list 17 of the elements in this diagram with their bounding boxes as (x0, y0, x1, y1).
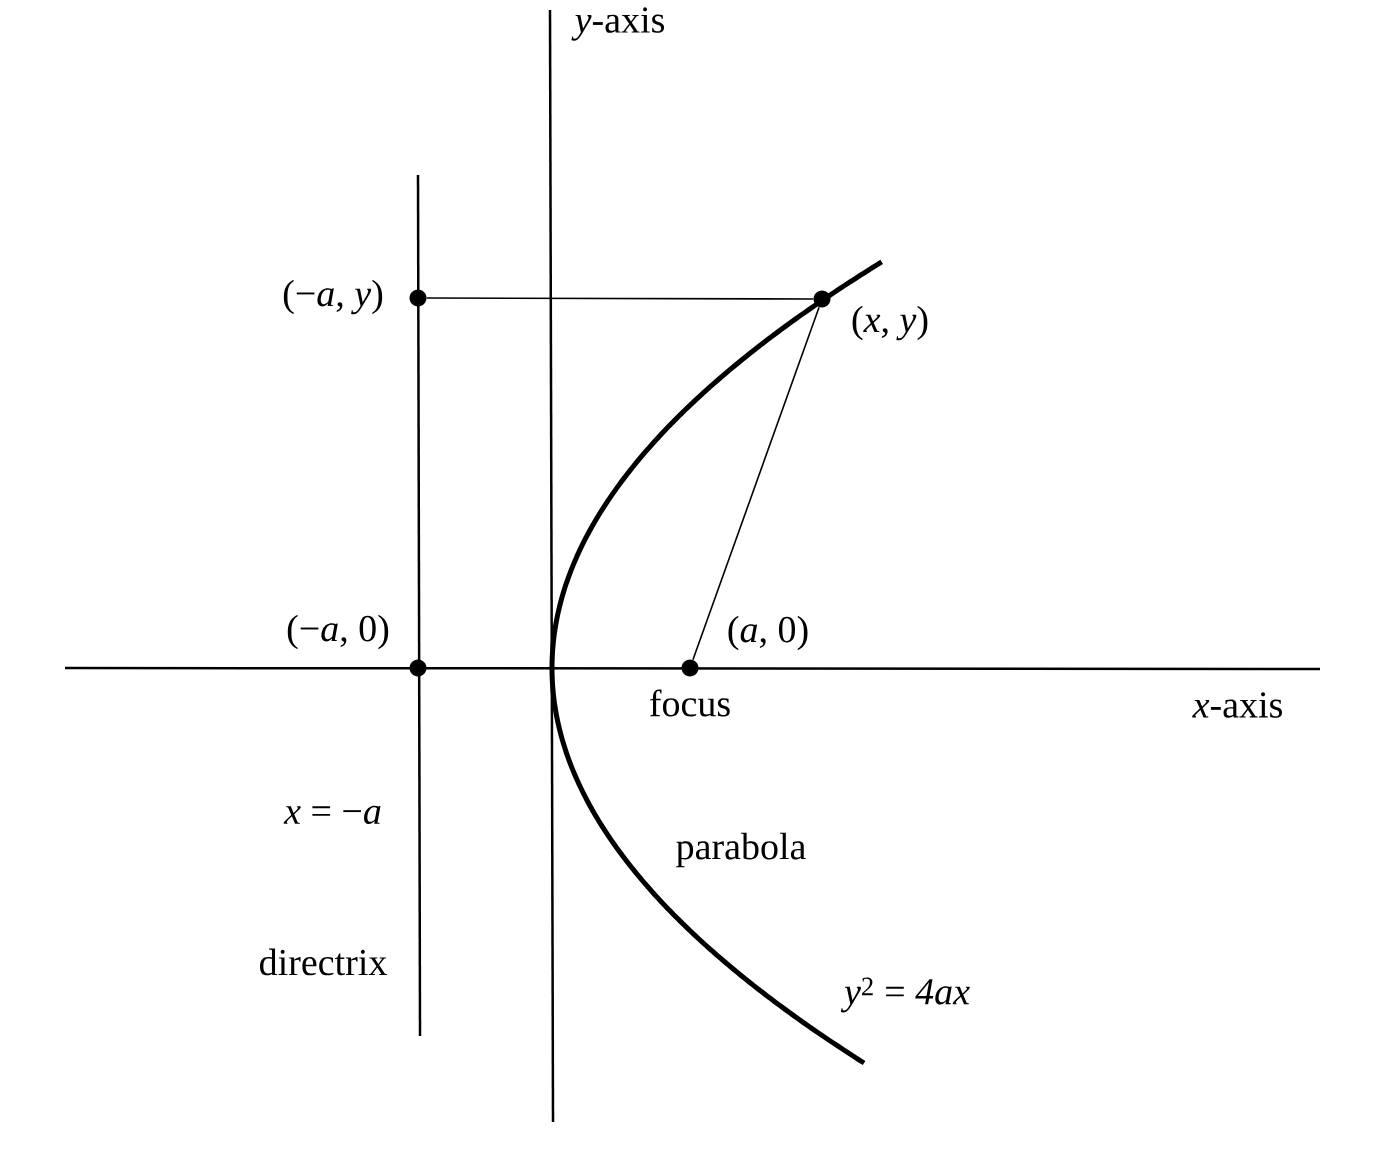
point-label: (a, 0) (728, 615, 808, 651)
line-segment (692, 306, 820, 661)
point-dot (813, 290, 831, 308)
axis-label: y-axis (571, 7, 664, 41)
line-segment (425, 297, 815, 300)
point-label: (x, y) (852, 305, 928, 341)
point-dot (681, 659, 699, 677)
point-dot (409, 289, 427, 307)
focus-label: focus (650, 689, 730, 717)
point-label: (−a, y) (283, 279, 383, 315)
curve-equation: y$^{2}$ = 4ax (840, 977, 970, 1013)
axis-label: x-axis (1192, 692, 1282, 718)
directrix-label: directrix (260, 948, 387, 976)
directrix-equation: x = −a (283, 805, 381, 825)
curve-label: parabola (676, 832, 806, 868)
point-label: (−a, 0) (287, 614, 389, 650)
point-dot (409, 659, 427, 677)
